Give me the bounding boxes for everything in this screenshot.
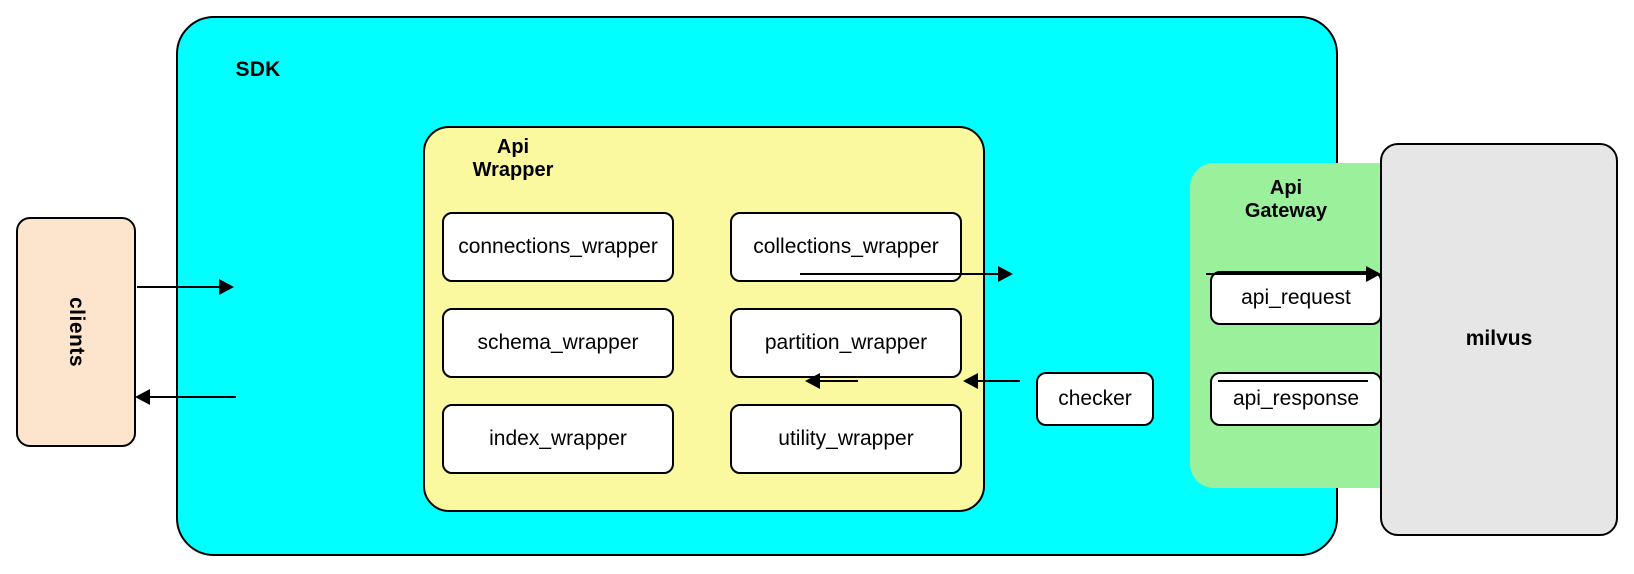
api-request-node[interactable]: api_request (1210, 271, 1382, 325)
checker-node[interactable]: checker (1036, 372, 1154, 426)
milvus-node[interactable]: milvus (1380, 143, 1618, 536)
module-connections-wrapper[interactable]: connections_wrapper (442, 212, 674, 282)
api-gateway-label-line1: Api (1269, 177, 1303, 199)
module-collections-wrapper[interactable]: collections_wrapper (730, 212, 962, 282)
arrow-checker-to-api-wrapper (805, 373, 858, 389)
api-gateway-label-line2: Gateway (1244, 200, 1328, 222)
line-milvus-to-api-response (1218, 380, 1368, 382)
arrow-clients-to-sdk (137, 279, 234, 295)
api-wrapper-label: Api Wrapper (425, 136, 601, 182)
arrow-api-response-to-checker (963, 373, 1020, 389)
arrow-api-request-to-milvus (1206, 266, 1381, 282)
clients-label: clients (65, 296, 89, 368)
sdk-label: SDK (235, 58, 281, 81)
api-wrapper-label-line2: Wrapper (472, 159, 554, 181)
api-gateway-container[interactable]: Api Gateway (1190, 163, 1414, 488)
api-wrapper-label-line1: Api (496, 136, 530, 158)
sdk-container[interactable]: SDK Api Wrapper connections_wrapper coll… (176, 16, 1414, 556)
module-schema-wrapper[interactable]: schema_wrapper (442, 308, 674, 378)
module-index-wrapper[interactable]: index_wrapper (442, 404, 674, 474)
module-utility-wrapper[interactable]: utility_wrapper (730, 404, 962, 474)
clients-node[interactable]: clients (16, 217, 136, 447)
module-partition-wrapper[interactable]: partition_wrapper (730, 308, 962, 378)
arrow-sdk-to-clients (135, 389, 236, 405)
arrow-api-wrapper-to-api-gateway (800, 266, 1013, 282)
milvus-label: milvus (1465, 327, 1533, 351)
api-gateway-label: Api Gateway (1190, 177, 1382, 223)
